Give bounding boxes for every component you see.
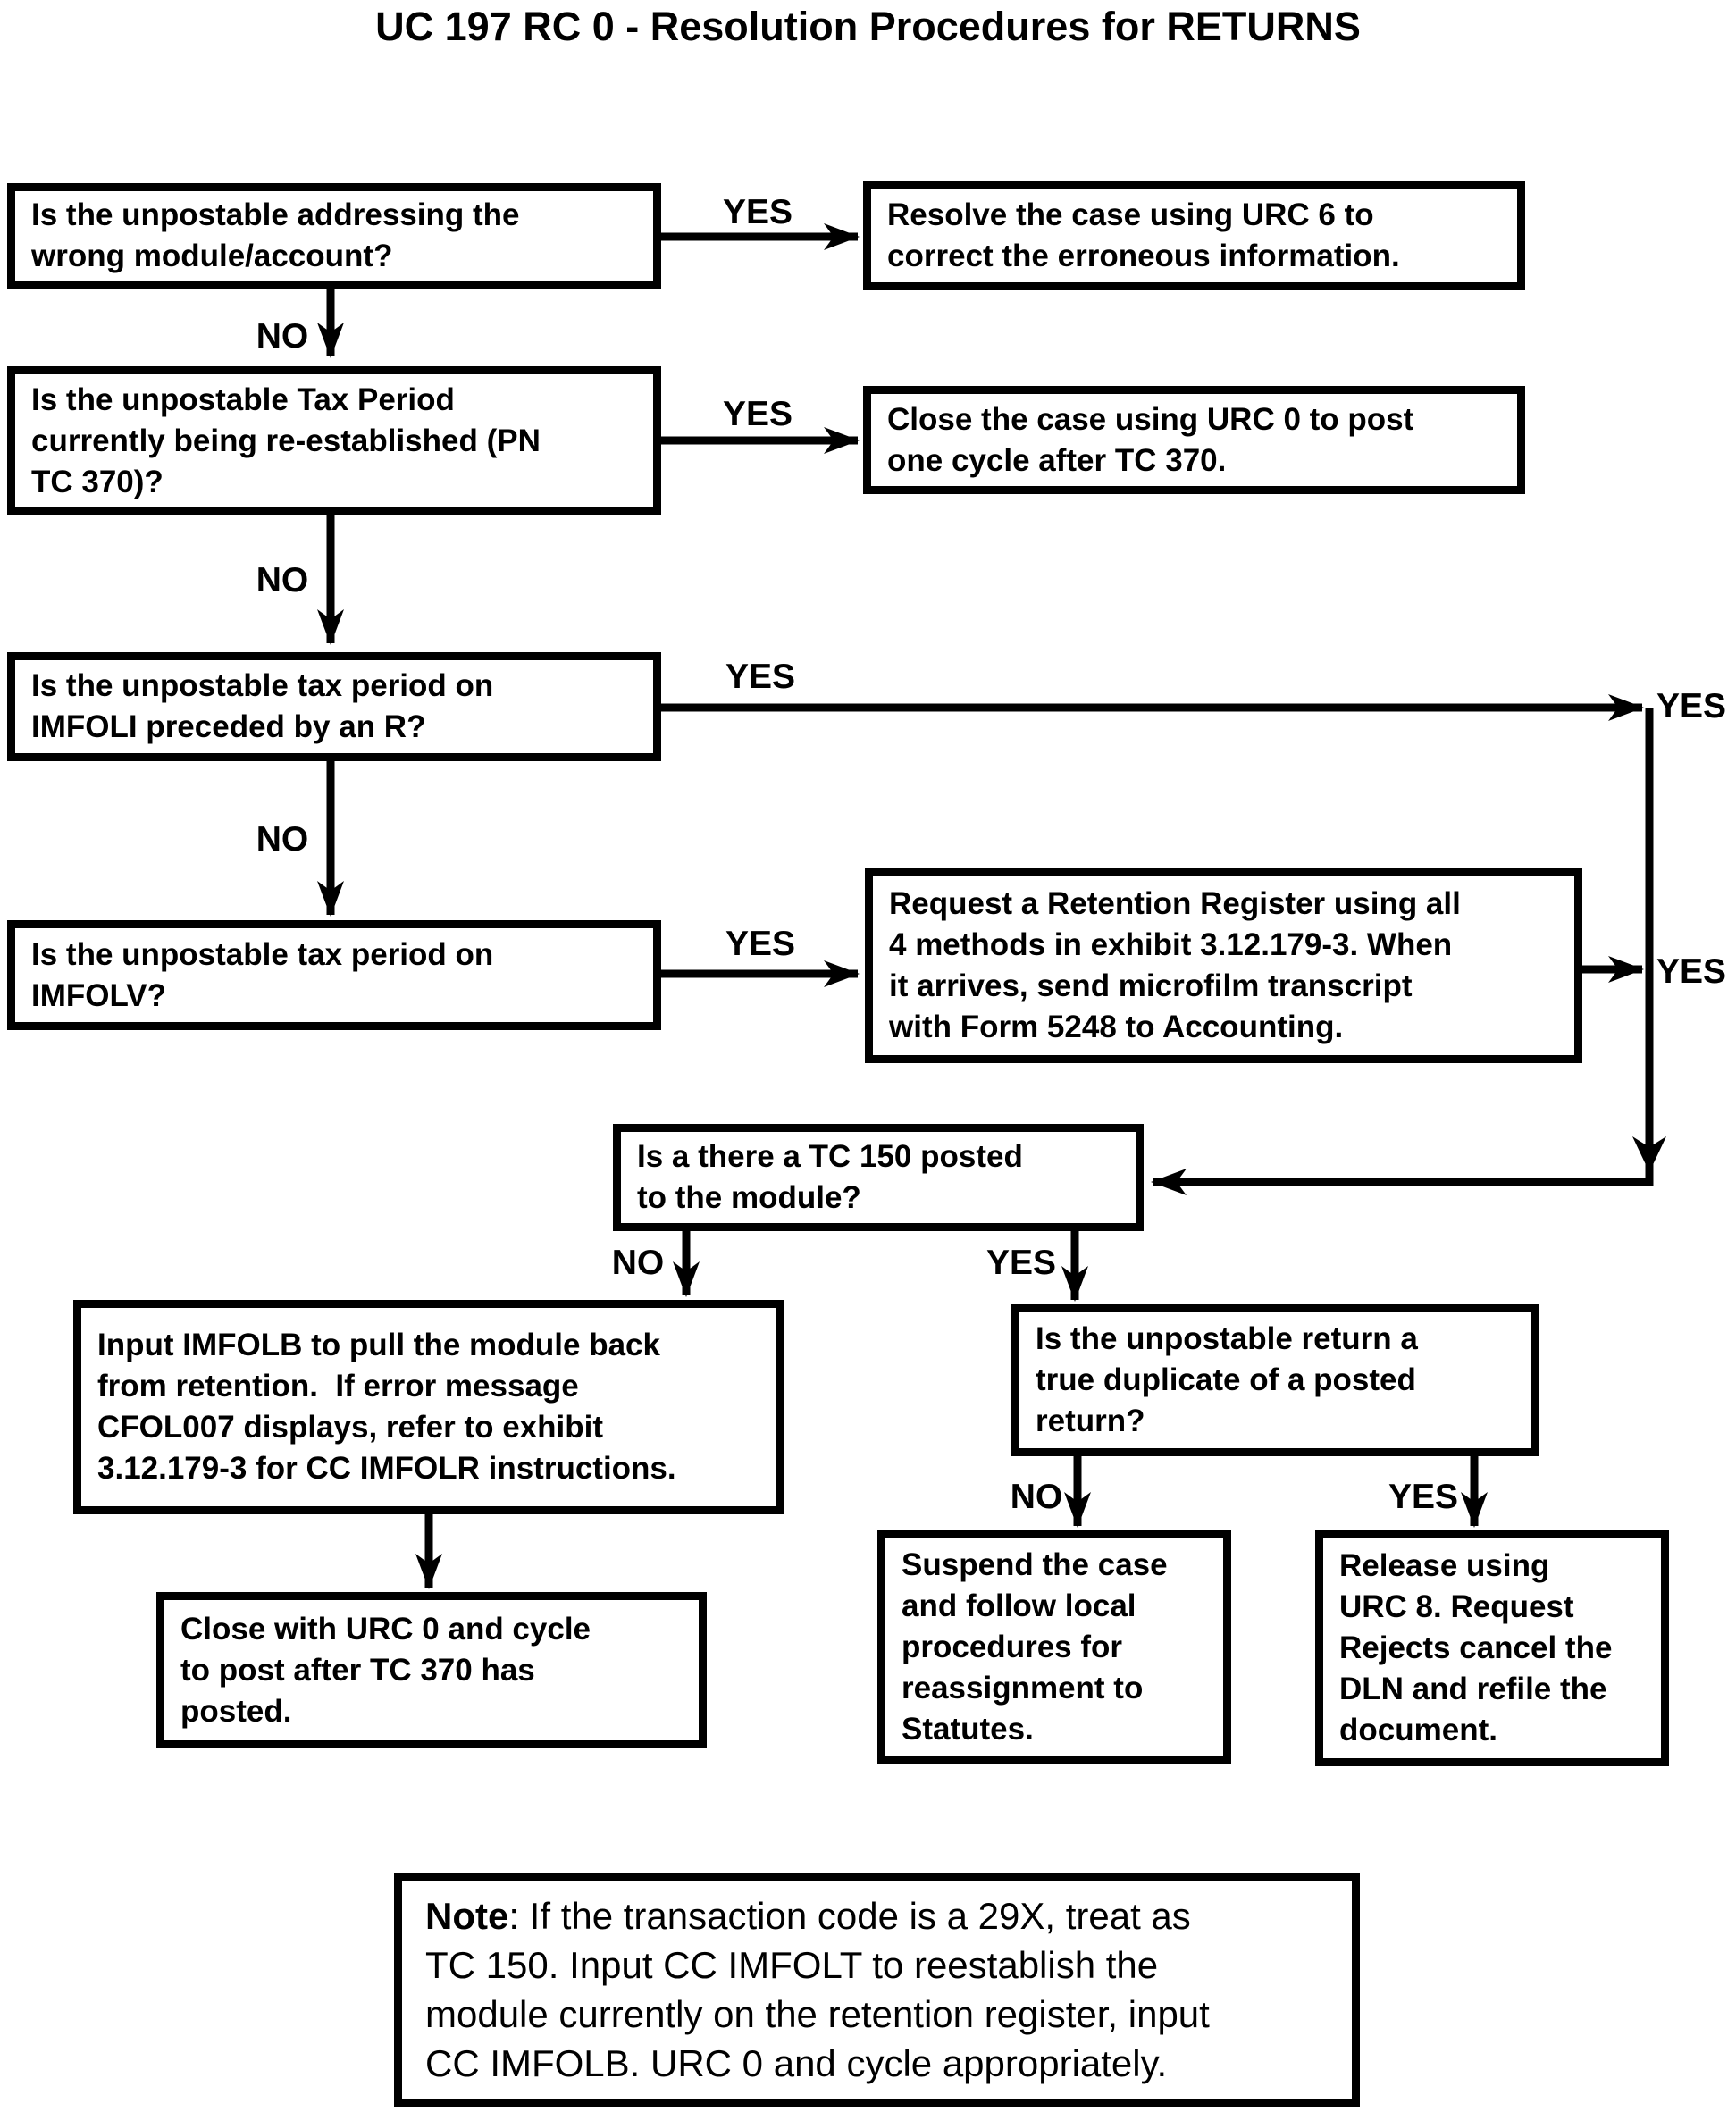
label-q3-yes: YES <box>725 658 796 696</box>
note-text: Note: If the transaction code is a 29X, … <box>425 1891 1210 2088</box>
node-action-input-imfolb: Input IMFOLB to pull the module back fro… <box>73 1300 784 1514</box>
node-action-retention-register: Request a Retention Register using all 4… <box>865 868 1582 1063</box>
label-q2-yes: YES <box>722 395 793 433</box>
label-q1-no: NO <box>256 317 309 356</box>
label-q1-yes: YES <box>722 193 793 231</box>
node-question-tc150-posted: Is a there a TC 150 posted to the module… <box>613 1124 1144 1231</box>
label-dup-no: NO <box>1010 1478 1063 1516</box>
rail-down-arrowhead <box>1632 1136 1666 1172</box>
node-action-suspend-statutes: Suspend the case and follow local proced… <box>877 1530 1231 1764</box>
node-question-wrong-module: Is the unpostable addressing the wrong m… <box>7 183 661 289</box>
node-action-urc0-one-cycle: Close the case using URC 0 to post one c… <box>863 386 1525 494</box>
label-rail-bottom-yes: YES <box>1656 952 1727 991</box>
label-tc150-yes: YES <box>985 1244 1057 1282</box>
note-body: : If the transaction code is a 29X, trea… <box>425 1895 1210 2084</box>
node-question-true-duplicate: Is the unpostable return a true duplicat… <box>1011 1304 1539 1456</box>
note-label: Note <box>425 1895 509 1937</box>
page-title: UC 197 RC 0 - Resolution Procedures for … <box>375 4 1361 49</box>
node-question-imfolv: Is the unpostable tax period on IMFOLV? <box>7 920 661 1030</box>
label-rail-top-yes: YES <box>1656 687 1727 725</box>
label-q2-no: NO <box>256 561 309 599</box>
note-box: Note: If the transaction code is a 29X, … <box>394 1873 1360 2107</box>
node-question-imfoli-r: Is the unpostable tax period on IMFOLI p… <box>7 652 661 761</box>
label-q3-no: NO <box>256 820 309 859</box>
edge-right-rail <box>1151 708 1654 1195</box>
node-action-close-urc0: Close with URC 0 and cycle to post after… <box>156 1592 707 1748</box>
label-dup-yes: YES <box>1388 1478 1459 1516</box>
node-action-urc8-release: Release using URC 8. Request Rejects can… <box>1315 1530 1669 1766</box>
node-question-tax-period-370: Is the unpostable Tax Period currently b… <box>7 366 661 515</box>
label-tc150-no: NO <box>611 1244 665 1282</box>
label-q4-yes: YES <box>725 925 796 963</box>
node-action-urc6-resolve: Resolve the case using URC 6 to correct … <box>863 181 1525 290</box>
